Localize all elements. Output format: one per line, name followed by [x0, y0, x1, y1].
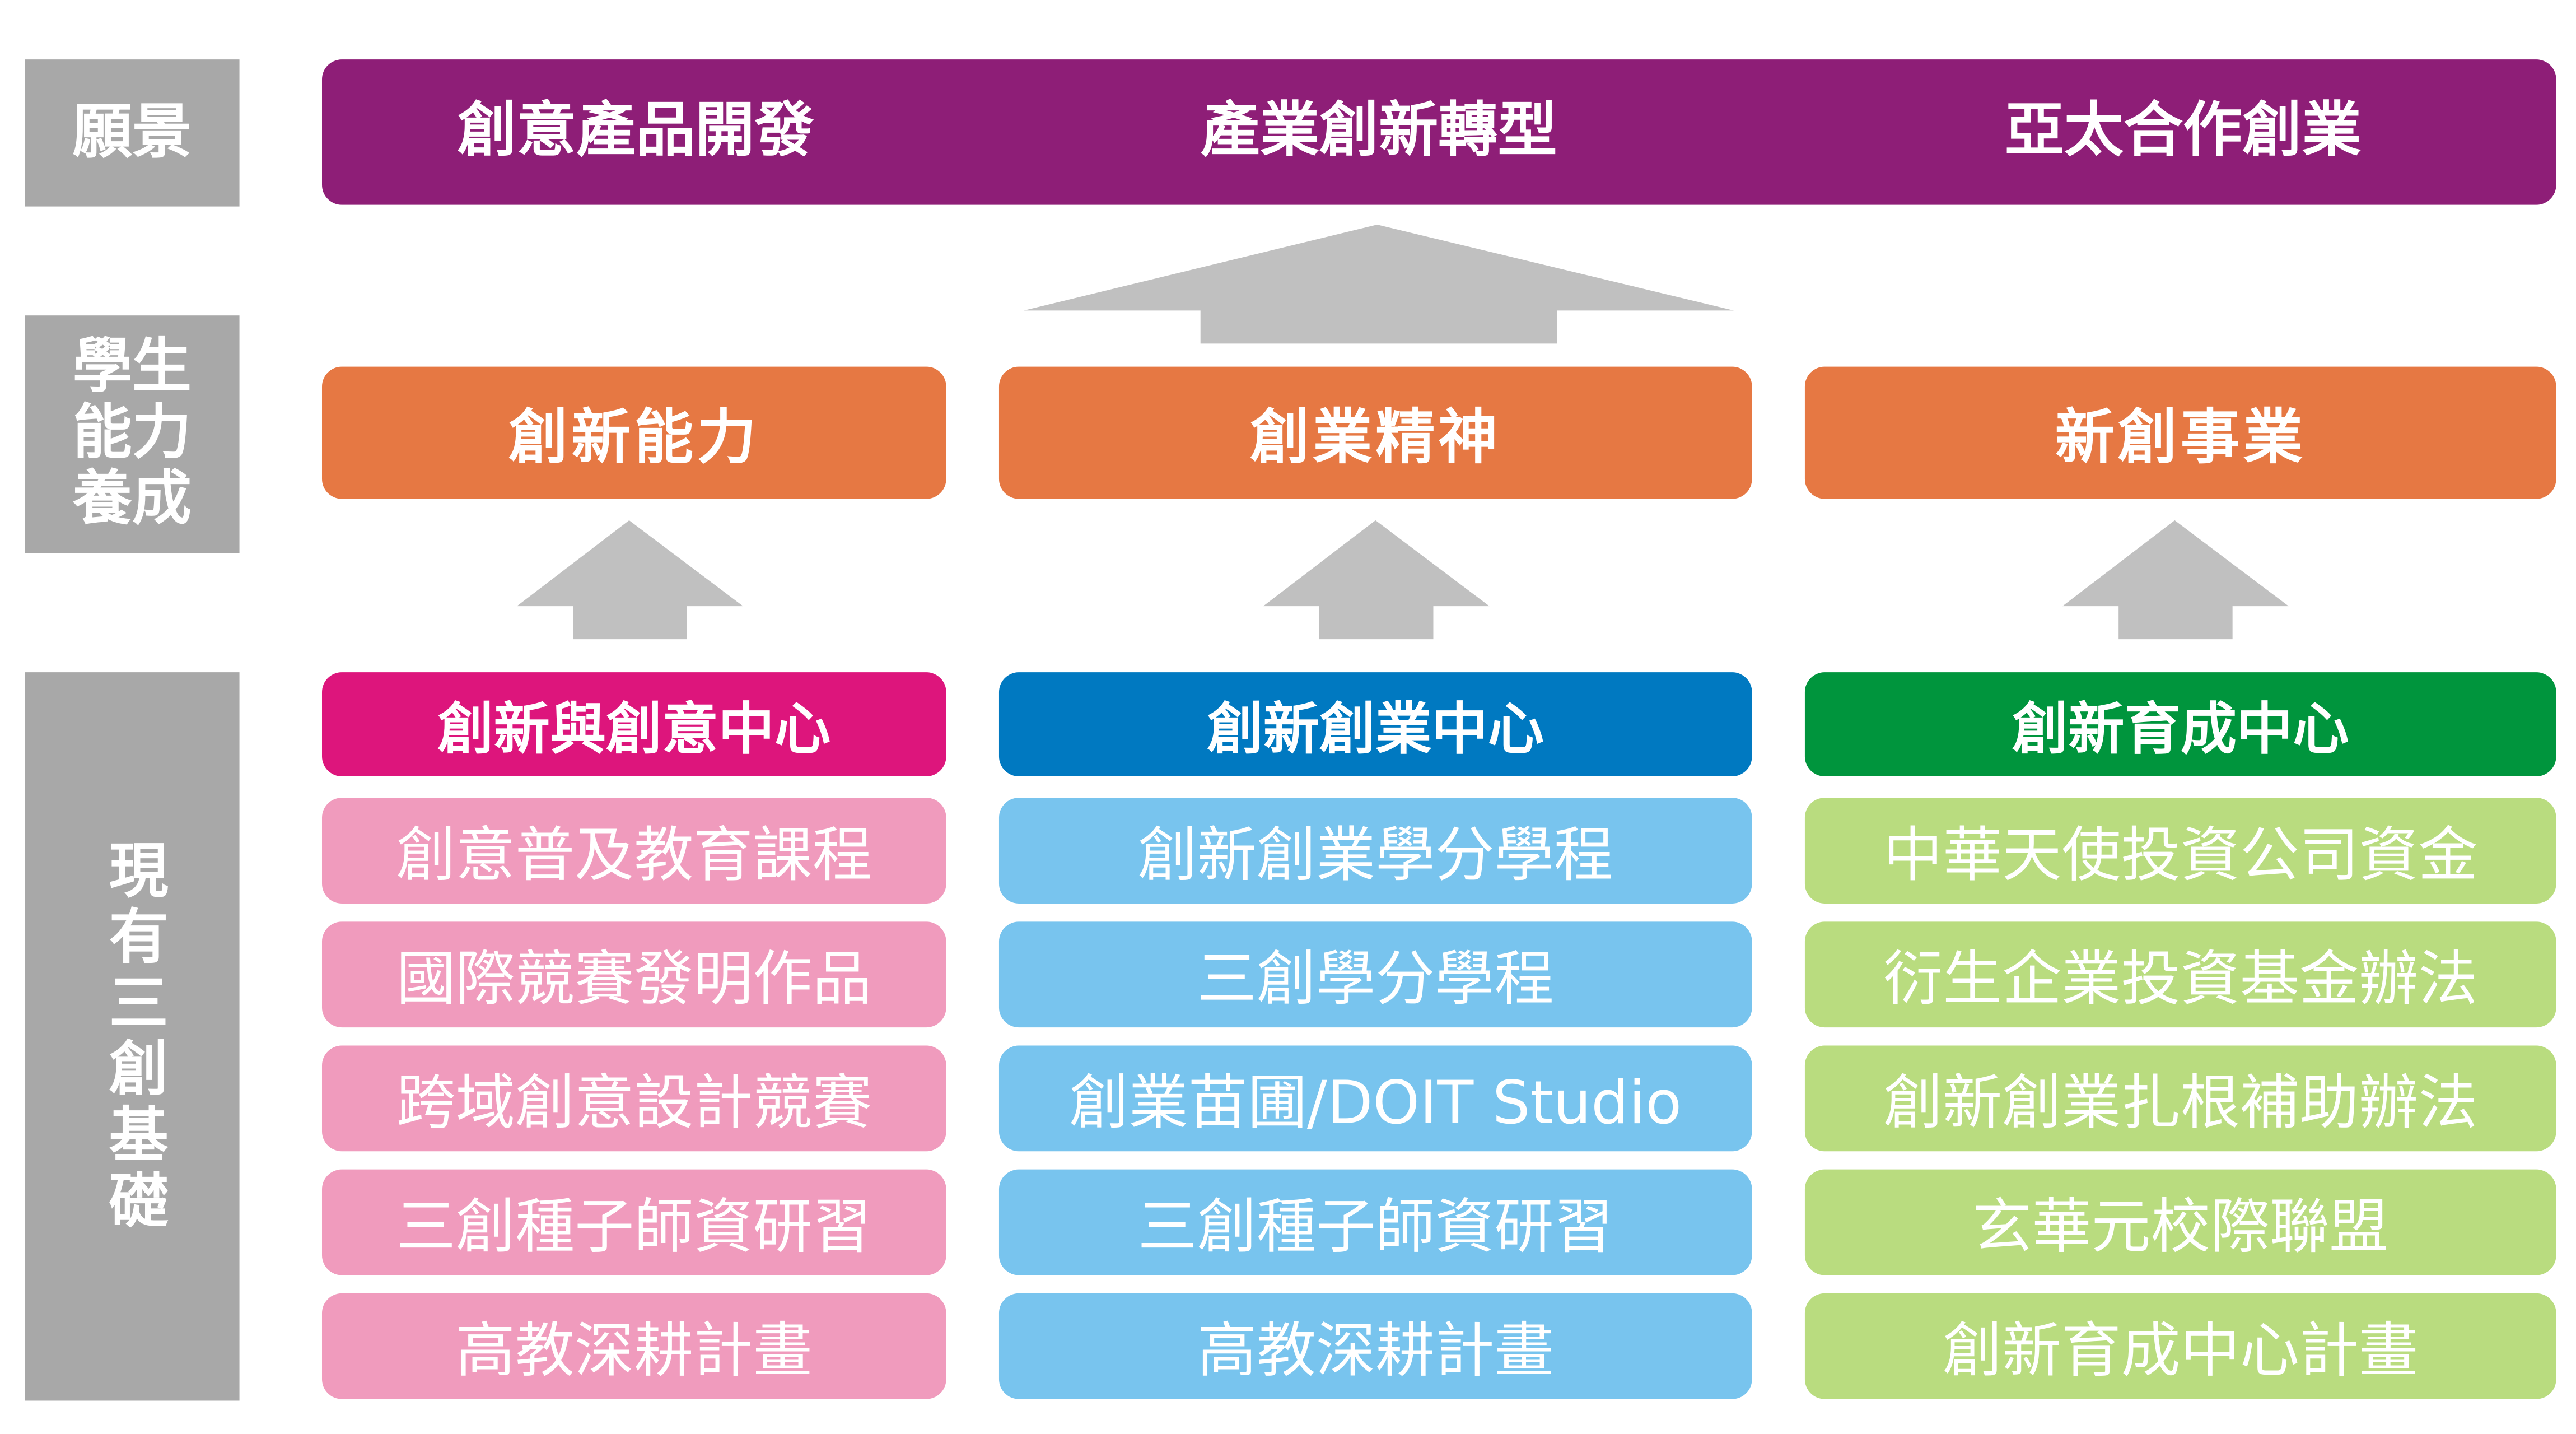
vision-bar: 創意產品開發 產業創新轉型 亞太合作創業	[321, 59, 2556, 205]
program-item: 跨域創意設計競賽	[321, 1045, 946, 1152]
center-header: 創新育成中心	[1804, 672, 2556, 776]
label-vision: 願景	[25, 59, 240, 207]
up-arrow-icon	[516, 520, 743, 640]
program-item: 國際競賽發明作品	[321, 921, 946, 1028]
up-arrow-icon	[1263, 520, 1490, 640]
program-item: 三創種子師資研習	[321, 1169, 946, 1275]
label-foundation: 現有三創基礎	[25, 672, 240, 1401]
program-item: 創新創業學分學程	[998, 798, 1752, 904]
program-item: 玄華元校際聯盟	[1804, 1169, 2556, 1275]
label-ability: 學生能力養成	[25, 315, 240, 553]
big-up-arrow-icon	[1024, 225, 1734, 344]
center-header: 創新創業中心	[998, 672, 1752, 776]
program-item: 創新創業扎根補助辦法	[1804, 1045, 2556, 1152]
ability-box: 新創事業	[1804, 366, 2556, 499]
program-item: 創意普及教育課程	[321, 798, 946, 904]
vision-item: 亞太合作創業	[2004, 97, 2362, 165]
ability-box: 創新能力	[321, 366, 946, 499]
program-item: 創新育成中心計畫	[1804, 1293, 2556, 1399]
program-item: 創業苗圃/DOIT Studio	[998, 1045, 1752, 1152]
up-arrow-icon	[2062, 520, 2289, 640]
center-header: 創新與創意中心	[321, 672, 946, 776]
program-item: 高教深耕計畫	[321, 1293, 946, 1399]
program-item: 中華天使投資公司資金	[1804, 798, 2556, 904]
program-item: 三創種子師資研習	[998, 1169, 1752, 1275]
vision-item: 產業創新轉型	[1200, 97, 1557, 165]
vision-item: 創意產品開發	[457, 97, 814, 165]
program-item: 三創學分學程	[998, 921, 1752, 1028]
program-item: 高教深耕計畫	[998, 1293, 1752, 1399]
ability-box: 創業精神	[998, 366, 1752, 499]
program-item: 衍生企業投資基金辦法	[1804, 921, 2556, 1028]
